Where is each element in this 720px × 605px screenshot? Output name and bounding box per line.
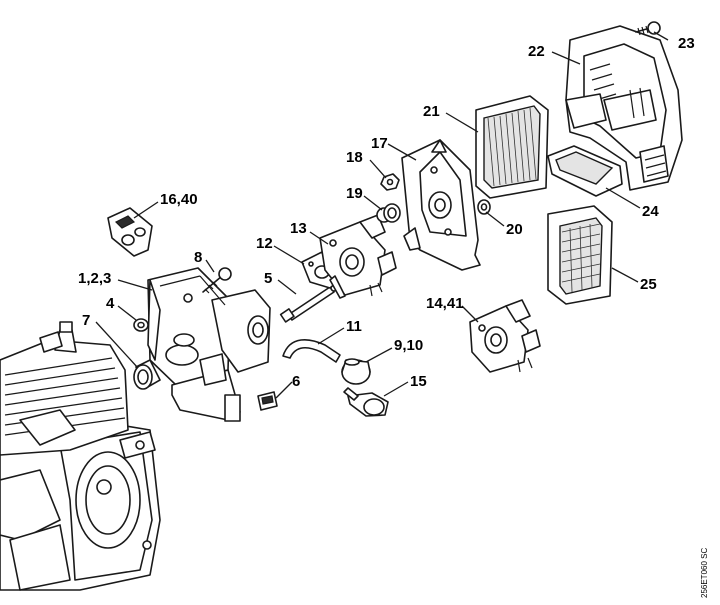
- part-5-bolt: [279, 284, 338, 323]
- part-18-nut: [380, 173, 400, 191]
- callout-19: 19: [346, 185, 363, 202]
- part-15-choke-knob: [343, 387, 389, 417]
- callout-18: 18: [346, 149, 363, 166]
- part-9-10-primer: [341, 358, 371, 385]
- callout-11: 11: [346, 318, 362, 335]
- callout-9-10: 9,10: [394, 337, 423, 354]
- callout-15: 15: [410, 373, 427, 390]
- callout-8: 8: [194, 249, 202, 266]
- engine-assembly: [0, 321, 161, 591]
- callout-5: 5: [264, 270, 272, 287]
- part-23-screw: [635, 21, 661, 36]
- part-21-air-filter: [475, 95, 549, 199]
- part-19-bushing: [376, 203, 401, 223]
- part-24-tray: [547, 145, 623, 197]
- callout-12: 12: [256, 235, 273, 252]
- carburetor-housing: [147, 267, 271, 422]
- part-11-fuel-hose: [282, 339, 341, 363]
- callout-16-40: 16,40: [160, 191, 198, 208]
- callout-20: 20: [506, 221, 523, 238]
- part-6-clip: [257, 391, 278, 411]
- callout-14-41: 14,41: [426, 295, 464, 312]
- callout-17: 17: [371, 135, 388, 152]
- part-8-screw: [202, 267, 232, 294]
- part-16-40-bracket: [107, 207, 153, 257]
- callout-1-2-3: 1,2,3: [78, 270, 111, 287]
- part-14-41-carburetor: [469, 299, 541, 373]
- part-25-foam-filter: [547, 205, 613, 305]
- callout-23: 23: [678, 35, 695, 52]
- callout-6: 6: [292, 373, 300, 390]
- callout-22: 22: [528, 43, 545, 60]
- callout-4: 4: [106, 295, 115, 312]
- callout-13: 13: [290, 220, 307, 237]
- callout-21: 21: [423, 103, 440, 120]
- callout-7: 7: [82, 312, 90, 329]
- part-13-carburetor: [319, 214, 397, 299]
- part-22-filter-cover: [565, 25, 683, 191]
- leader-lines: [95, 31, 669, 399]
- callout-labels: 22 23 21 17 18 19 20 24 25 16,40 13 12 8…: [78, 35, 695, 390]
- part-4-washer: [133, 318, 149, 332]
- part-17-filter-base: [401, 139, 481, 271]
- catalog-code: 256ET060 SC: [700, 548, 709, 598]
- callout-24: 24: [642, 203, 659, 220]
- part-20-grommet: [477, 199, 491, 215]
- part-7-sleeve: [133, 359, 161, 390]
- callout-25: 25: [640, 276, 657, 293]
